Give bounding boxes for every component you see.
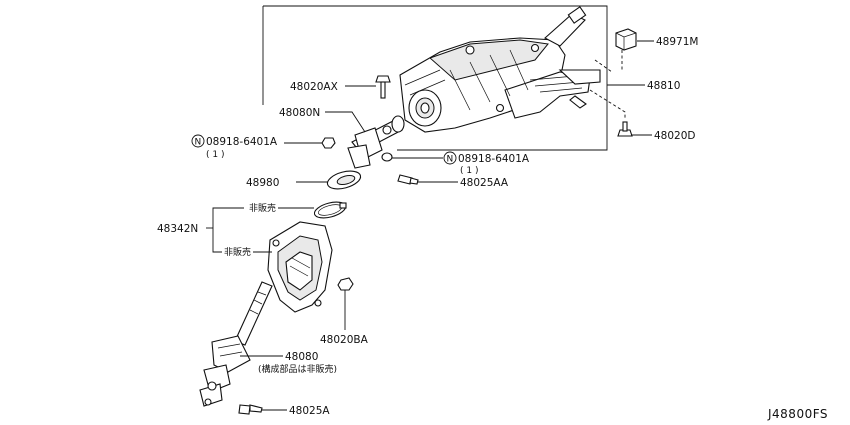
label-48980: 48980 [246, 177, 279, 189]
label-48020BA: 48020BA [320, 334, 369, 346]
steering-column-upper-drawing [399, 6, 601, 133]
leader-48342N-bracket [212, 207, 244, 253]
label-08918-lower: 08918-6401A [458, 153, 530, 165]
cap-48971M-drawing [615, 28, 637, 51]
bolt-48020AX-drawing [375, 75, 391, 99]
screw-48020D-drawing [617, 121, 633, 137]
nut-symbol-lower [443, 151, 457, 165]
label-48080-note: (構成部品は非販売) [258, 363, 337, 375]
bolt-48025A-drawing [238, 404, 263, 415]
label-08918-upper: 08918-6401A [206, 136, 278, 148]
label-48025A: 48025A [289, 405, 330, 417]
label-48342N: 48342N [157, 223, 198, 235]
label-08918-lower-qty: ( 1 ) [460, 166, 478, 176]
nut-48020BA-drawing [337, 277, 354, 291]
label-48971M: 48971M [656, 36, 698, 48]
seal-48980-drawing [326, 170, 362, 190]
label-48020D: 48020D [654, 130, 696, 142]
assembly-frame [263, 5, 608, 151]
nut-symbol-lower-letter: N [447, 155, 454, 165]
label-48020AX: 48020AX [290, 81, 338, 93]
bolt-48025AA-drawing [397, 174, 419, 185]
joint-48080N-drawing [347, 115, 405, 169]
lower-shaft-48080-drawing [199, 281, 273, 407]
leader-48080N [325, 111, 366, 133]
label-08918-upper-qty: ( 1 ) [206, 150, 224, 160]
dash-48810 [589, 89, 626, 120]
clamp-ring-drawing [313, 201, 347, 219]
label-48025AA: 48025AA [460, 177, 509, 189]
label-48080: 48080 [285, 351, 318, 363]
nut-symbol-upper-letter: N [195, 138, 202, 148]
washer-lower-drawing [381, 152, 393, 162]
label-48810: 48810 [647, 80, 680, 92]
label-not-for-sale-lower: 非販売 [224, 246, 251, 258]
hole-cover-48342N-drawing [267, 221, 333, 313]
label-not-for-sale-upper: 非販売 [249, 202, 276, 214]
diagram-reference-code: J48800FS [767, 407, 828, 421]
nut-upper-drawing [321, 137, 336, 149]
label-48080N: 48080N [279, 107, 320, 119]
dash-48971M [594, 50, 623, 73]
nut-symbol-upper [191, 134, 205, 148]
